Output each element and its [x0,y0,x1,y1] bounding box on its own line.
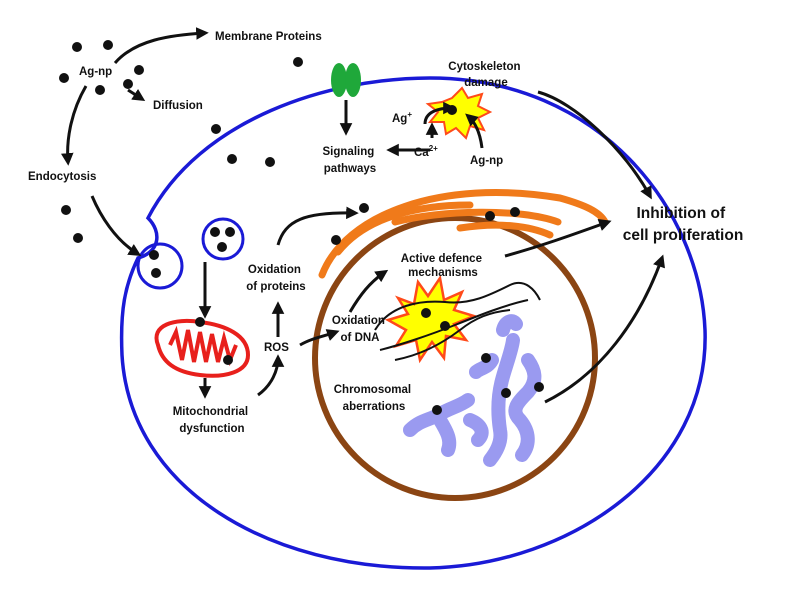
label-membrane-proteins: Membrane Proteins [215,31,322,43]
label-ag-np-outside: Ag-np [79,66,112,78]
label-signaling-pathways: Signaling pathways [323,146,378,175]
label-ag-ion: Ag+ [392,110,412,125]
silver-nanoparticles [59,40,544,415]
cytoskeleton-damage-burst [425,86,493,140]
label-cytoskeleton-damage: Cytoskeleton damage [448,61,523,89]
label-chromosomal-aberrations: Chromosomal aberrations [334,384,415,413]
label-endocytosis: Endocytosis [28,171,96,183]
label-diffusion: Diffusion [153,100,203,112]
label-calcium: Ca2+ [414,144,438,159]
cell-membrane [119,76,707,570]
label-inhibition-cell-proliferation: Inhibition of cell proliferation [623,205,744,244]
endocytic-vesicle-bottom [136,242,184,290]
dna-damage-burst [384,274,478,364]
dna-strands [374,281,541,361]
nucleus [312,215,598,501]
pathway-arrows [60,27,665,404]
label-oxidation-of-dna: Oxidation of DNA [332,315,388,344]
mitochondrion [154,318,251,378]
membrane-protein [331,63,361,97]
label-mitochondrial-dysfunction: Mitochondrial dysfunction [173,406,252,435]
label-ros: ROS [264,342,289,354]
chromosomes [403,314,542,467]
endoplasmic-reticulum [318,189,609,279]
label-oxidation-of-proteins: Oxidation of proteins [246,264,305,293]
endocytic-vesicle-top [201,217,245,261]
label-ag-np-inside: Ag-np [470,155,503,167]
label-active-defence-mechanisms: Active defence mechanisms [401,253,485,279]
